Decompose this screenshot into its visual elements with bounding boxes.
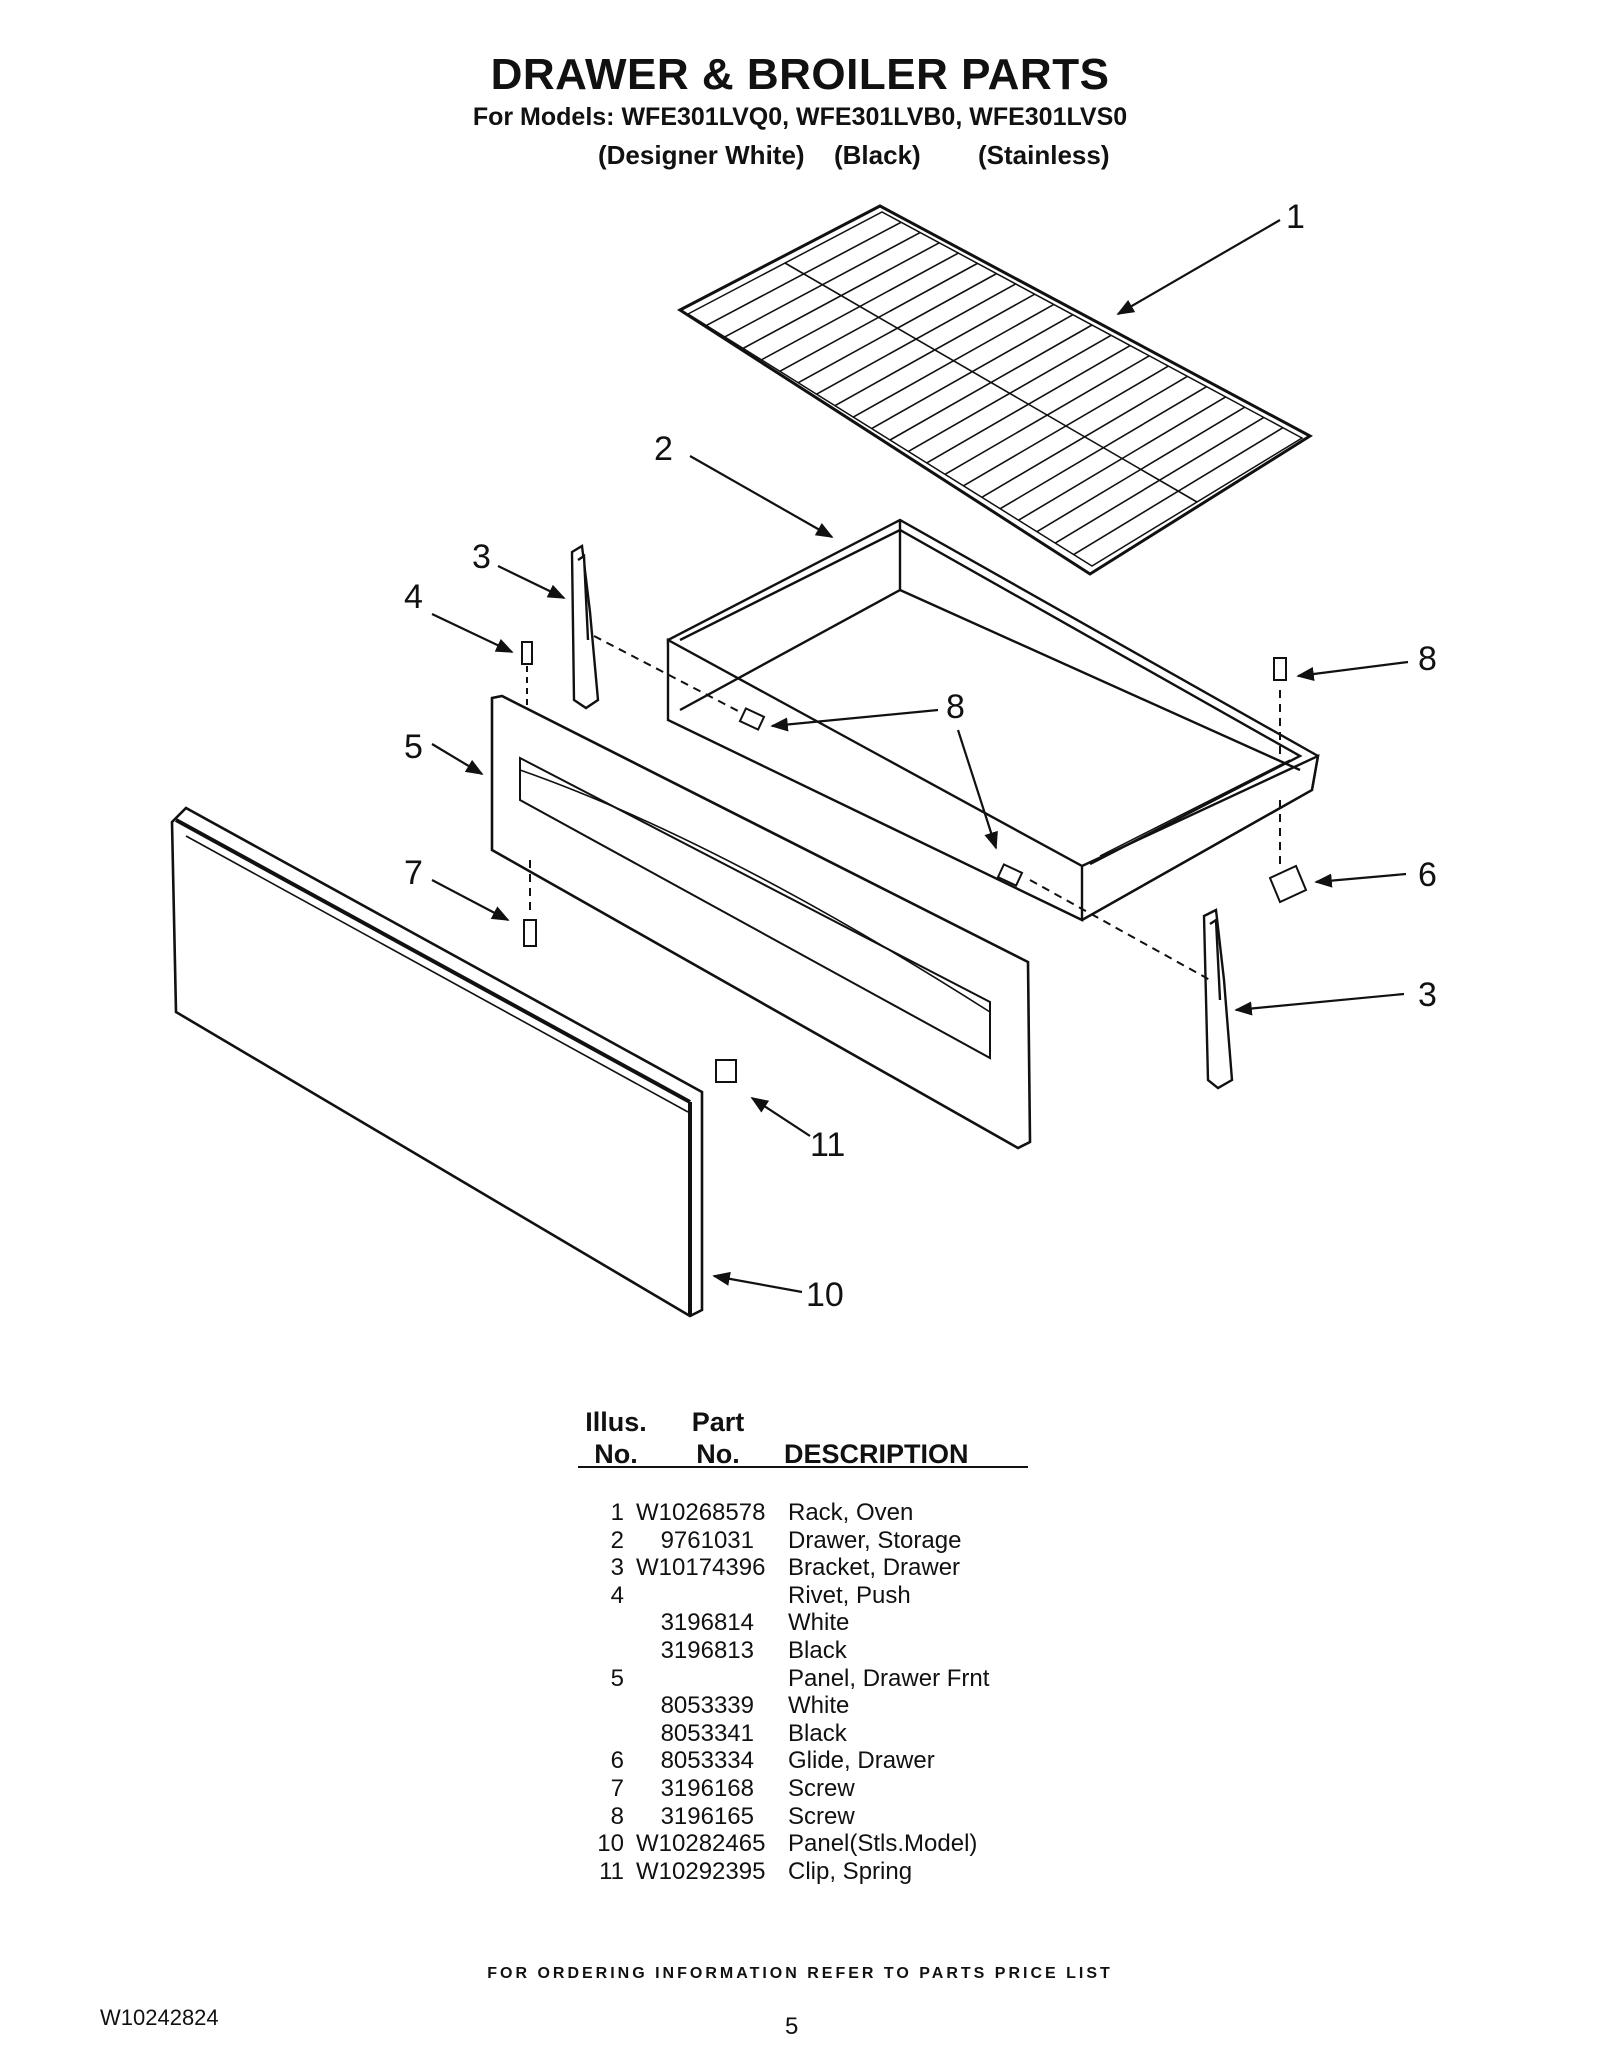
description: Glide, Drawer [788,1747,935,1775]
stainless-panel [170,806,704,1318]
variant-stainless: (Stainless) [978,140,1110,170]
illus-no: 4 [610,1581,624,1609]
description: Screw [788,1775,855,1802]
screw-parts [523,657,1308,1083]
document-number: W10242824 [100,2005,219,2030]
callout-6: 6 [1418,856,1437,894]
drawer-bracket-left [570,544,600,710]
illus-no: 8 [610,1802,624,1830]
illus-no: 5 [610,1664,624,1692]
description: Black [788,1637,847,1664]
variant-black: (Black) [834,140,921,170]
description: Black [788,1719,847,1747]
part-no: 9761031 [660,1526,754,1554]
description: Panel, Drawer Frnt [788,1664,990,1692]
illus-no: 7 [610,1775,624,1802]
push-rivet [521,641,533,712]
col-header-illus: Illus. No. [585,1407,647,1469]
illus-no: 2 [610,1526,624,1554]
illus-no: 6 [610,1747,624,1775]
leader-arrows [431,219,1409,1294]
variant-designer-white: (Designer White) [598,140,805,170]
callout-4: 4 [404,578,423,616]
part-no: W10174396 [636,1554,766,1582]
part-no: 8053334 [660,1747,754,1775]
oven-rack [677,204,1313,576]
callout-3-left: 3 [472,538,491,576]
description: White [788,1692,850,1720]
illus-no: 10 [597,1830,624,1858]
part-no: W10292395 [636,1857,766,1885]
drawer-bracket-right [1202,908,1234,1090]
callout-11: 11 [810,1126,845,1164]
part-no: 8053339 [660,1692,754,1720]
part-no: W10282465 [636,1830,766,1858]
illus-no: 11 [599,1857,624,1885]
part-no: 3196165 [660,1802,754,1830]
illus-no: 1 [610,1499,624,1526]
callout-3-right: 3 [1418,976,1437,1014]
description: Rivet, Push [788,1581,911,1609]
table-rule [578,1466,1028,1468]
callout-8-right: 8 [1418,640,1437,678]
col-header-description: DESCRIPTION [784,1439,969,1469]
illus-no: 3 [610,1554,624,1582]
description: Clip, Spring [788,1857,913,1885]
exploded-parts-diagram: 1 2 3 4 5 7 8 8 6 3 11 10 [170,198,1437,1318]
callout-10: 10 [806,1276,844,1314]
assembly-lines [529,635,1281,981]
description: Panel(Stls.Model) [788,1830,978,1858]
description: Bracket, Drawer [788,1554,961,1582]
drawer-front-panel [490,694,1032,1150]
callout-7: 7 [404,854,423,892]
models-subtitle: For Models: WFE301LVQ0, WFE301LVB0, WFE3… [472,103,1128,131]
description: Drawer, Storage [788,1526,962,1554]
part-no: 8053341 [660,1719,754,1747]
callout-2: 2 [654,430,673,468]
description: Screw [788,1802,855,1830]
callout-8-center: 8 [946,688,965,726]
page-number: 5 [785,2013,799,2040]
description: White [788,1609,850,1637]
page-title: DRAWER & BROILER PARTS [490,50,1110,99]
ordering-note: FOR ORDERING INFORMATION REFER TO PARTS … [487,1965,1113,1982]
part-no: 3196813 [660,1637,754,1664]
callout-5: 5 [404,728,423,766]
part-no: 3196814 [660,1609,754,1637]
col-header-part: Part No. [691,1407,745,1469]
description: Rack, Oven [788,1499,914,1526]
part-no: 3196168 [660,1775,754,1802]
callout-1: 1 [1286,198,1305,236]
part-no: W10268578 [636,1499,766,1526]
storage-drawer [666,518,1320,922]
